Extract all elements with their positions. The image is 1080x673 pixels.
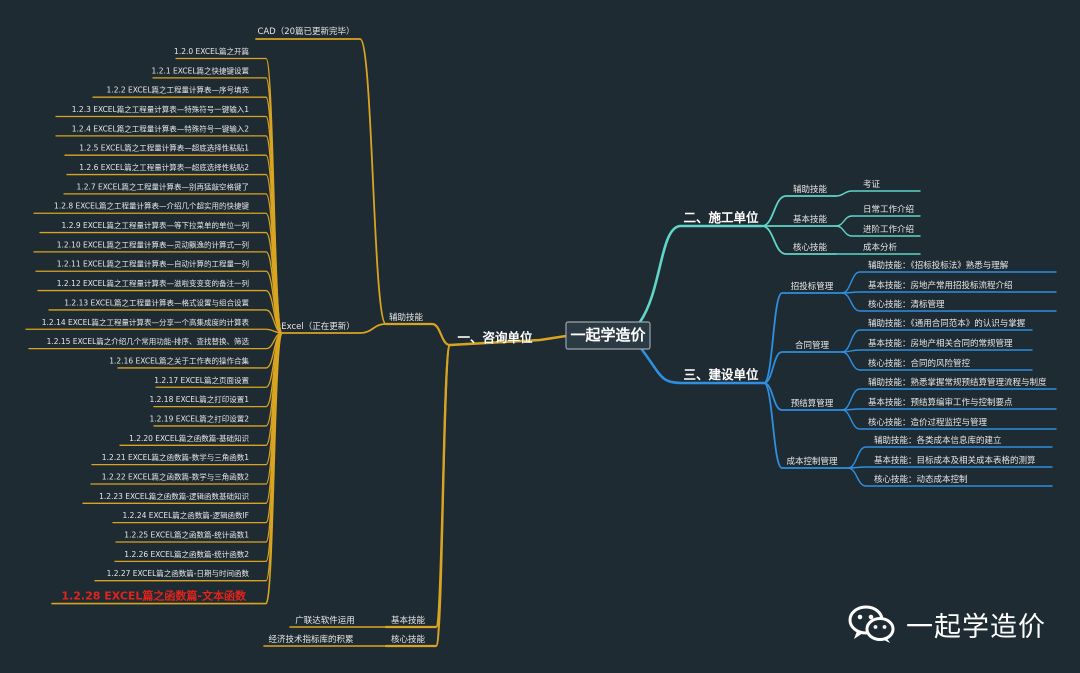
builder-item-link xyxy=(847,467,1053,487)
builder-group-link xyxy=(763,351,843,384)
consult-cad-label[interactable]: CAD（20篇已更新完毕） xyxy=(257,26,354,37)
builder-group-label[interactable]: 预结算管理 xyxy=(791,398,834,409)
builder-item-link xyxy=(841,388,1057,411)
construction-item[interactable]: 成本分析 xyxy=(863,242,898,253)
excel-article[interactable]: 1.2.9 EXCEL篇之工程量计算表—等下拉菜单的单位一列 xyxy=(62,220,249,230)
builder-item-link xyxy=(841,271,1057,294)
root-label: 一起学造价 xyxy=(570,326,646,344)
builder-item[interactable]: 辅助技能：《招标投标法》熟悉与理解 xyxy=(868,260,1009,271)
builder-label[interactable]: 三、建设单位 xyxy=(683,367,759,382)
builder-item[interactable]: 基本技能：目标成本及相关成本表格的测算 xyxy=(874,455,1036,466)
construction-group-label[interactable]: 辅助技能 xyxy=(793,184,828,195)
builder-trunk xyxy=(638,345,766,385)
builder-item[interactable]: 核心技能：动态成本控制 xyxy=(874,474,968,485)
excel-article[interactable]: 1.2.17 EXCEL篇之页面设置 xyxy=(154,375,249,385)
excel-article[interactable]: 1.2.21 EXCEL篇之函数篇-数学与三角函数1 xyxy=(102,452,249,462)
consult-excel-link xyxy=(281,323,387,334)
builder-item-link xyxy=(847,466,1053,469)
construction-group-label[interactable]: 基本技能 xyxy=(793,214,828,225)
excel-article[interactable]: 1.2.25 EXCEL篇之函数篇-统计函数1 xyxy=(124,530,249,540)
excel-article-link xyxy=(252,309,283,334)
construction-item-link xyxy=(835,190,921,197)
node-labels: 一、咨询单位 辅助技能 CAD（20篇已更新完毕） Excel（正在更新） 1.2.0 … xyxy=(42,26,1047,645)
consult-excel-label[interactable]: Excel（正在更新） xyxy=(281,321,355,332)
builder-group-link xyxy=(763,292,843,384)
excel-article-link xyxy=(252,332,283,605)
builder-item[interactable]: 基本技能：预结算编审工作与控制要点 xyxy=(868,397,1013,408)
watermark: 一起学造价 xyxy=(848,602,1046,646)
excel-article[interactable]: 1.2.3 EXCEL篇之工程量计算表—特殊符号一键输入1 xyxy=(72,104,249,114)
construction-item[interactable]: 日常工作介绍 xyxy=(863,204,914,215)
excel-article[interactable]: 1.2.14 EXCEL篇之工程量计算表—分享一个高集成度的计算表 xyxy=(42,317,250,327)
excel-article[interactable]: 1.2.20 EXCEL篇之函数篇-基础知识 xyxy=(129,433,249,443)
excel-article[interactable]: 1.2.23 EXCEL篇之函数篇-逻辑函数基础知识 xyxy=(99,491,249,501)
excel-article[interactable]: 1.2.22 EXCEL篇之函数篇-数学与三角函数2 xyxy=(102,471,249,481)
consult-basic-item[interactable]: 广联达软件运用 xyxy=(295,615,355,626)
excel-article[interactable]: 1.2.26 EXCEL篇之函数篇-统计函数2 xyxy=(124,549,249,559)
builder-group-label[interactable]: 成本控制管理 xyxy=(786,456,838,467)
builder-item-link xyxy=(841,351,1033,371)
builder-item-link xyxy=(841,408,1057,411)
consult-aux-link xyxy=(384,322,452,347)
construction-item[interactable]: 考证 xyxy=(863,180,881,190)
wechat-icon xyxy=(848,605,895,643)
builder-item[interactable]: 核心技能：清标管理 xyxy=(868,299,945,310)
builder-item[interactable]: 核心技能：造价过程监控与管理 xyxy=(868,417,988,428)
excel-article[interactable]: 1.2.24 EXCEL篇之函数篇-逻辑函数IF xyxy=(123,510,249,520)
excel-article-highlight[interactable]: 1.2.28 EXCEL篇之函数篇-文本函数 xyxy=(61,589,247,603)
builder-group-label[interactable]: 合同管理 xyxy=(795,340,830,351)
builder-group-link xyxy=(763,382,849,469)
consult-label[interactable]: 一、咨询单位 xyxy=(457,330,533,345)
excel-article[interactable]: 1.2.5 EXCEL篇之工程量计算表—超底选择性粘贴1 xyxy=(79,143,249,153)
excel-article[interactable]: 1.2.8 EXCEL篇之工程量计算表—介绍几个超实用的快捷键 xyxy=(54,201,249,211)
builder-item[interactable]: 辅助技能：各类成本信息库的建立 xyxy=(874,435,1002,446)
connector-lines xyxy=(25,38,1057,648)
construction-group-link xyxy=(761,225,837,255)
excel-article[interactable]: 1.2.15 EXCEL篇之介绍几个常用功能-排序、查找替换、筛选 xyxy=(47,336,250,346)
consult-cad-link xyxy=(255,38,387,325)
construction-item-link xyxy=(835,225,921,237)
excel-article[interactable]: 1.2.1 EXCEL篇之快捷键设置 xyxy=(152,65,250,75)
builder-item[interactable]: 基本技能：房地产相关合同的常规管理 xyxy=(868,338,1013,349)
consult-aux-label[interactable]: 辅助技能 xyxy=(389,312,424,323)
watermark-label: 一起学造价 xyxy=(906,611,1046,643)
root-node[interactable]: 一起学造价 xyxy=(565,321,651,350)
builder-item-link xyxy=(841,291,1057,294)
construction-group-link xyxy=(761,195,837,227)
builder-group-label[interactable]: 招投标管理 xyxy=(791,281,834,292)
construction-group-label[interactable]: 核心技能 xyxy=(793,242,828,253)
builder-item-link xyxy=(841,329,1033,353)
builder-item-link xyxy=(847,446,1053,469)
builder-item[interactable]: 基本技能：房地产常用招投标流程介绍 xyxy=(868,280,1013,291)
builder-item[interactable]: 辅助技能：熟悉掌握常规预结算管理流程与制度 xyxy=(868,377,1047,388)
consult-core-item[interactable]: 经济技术指标库的积累 xyxy=(268,634,353,645)
excel-article[interactable]: 1.2.6 EXCEL篇之工程量计算表—超底选择性粘贴2 xyxy=(79,162,249,172)
excel-article[interactable]: 1.2.18 EXCEL篇之打印设置1 xyxy=(150,394,250,404)
excel-article[interactable]: 1.2.10 EXCEL篇之工程量计算表—灵动飘逸的计算式一列 xyxy=(57,239,249,249)
consult-basic-label[interactable]: 基本技能 xyxy=(391,615,426,626)
consult-core-label[interactable]: 核心技能 xyxy=(391,634,426,645)
consult-trunk xyxy=(448,334,568,347)
excel-article[interactable]: 1.2.13 EXCEL篇之工程量计算表—格式设置与组合设置 xyxy=(64,297,249,307)
builder-item[interactable]: 辅助技能：《通用合同范本》的认识与掌握 xyxy=(868,318,1026,329)
excel-article[interactable]: 1.2.16 EXCEL篇之关于工作表的操作合集 xyxy=(109,355,249,365)
excel-article[interactable]: 1.2.4 EXCEL篇之工程量计算表—特殊符号一键输入2 xyxy=(72,123,249,133)
construction-label[interactable]: 二、施工单位 xyxy=(683,210,759,225)
excel-article[interactable]: 1.2.27 EXCEL篇之函数篇-日期与时间函数 xyxy=(107,568,250,578)
construction-item[interactable]: 进阶工作介绍 xyxy=(863,224,914,235)
excel-article[interactable]: 1.2.12 EXCEL篇之工程量计算表—滋啦变变变的备注一列 xyxy=(57,278,249,288)
construction-trunk xyxy=(638,224,764,324)
builder-item-link xyxy=(841,349,1033,353)
builder-item-link xyxy=(841,409,1057,430)
builder-item-link xyxy=(841,292,1057,312)
builder-item[interactable]: 核心技能：合同的风险管控 xyxy=(868,358,971,369)
consult-core-link xyxy=(384,343,452,648)
construction-item-link xyxy=(835,215,921,227)
excel-article[interactable]: 1.2.2 EXCEL篇之工程量计算表—序号填充 xyxy=(107,85,250,95)
excel-article[interactable]: 1.2.11 EXCEL篇之工程量计算表—自动计算的工程量一列 xyxy=(57,259,249,269)
excel-article[interactable]: 1.2.19 EXCEL篇之打印设置2 xyxy=(150,413,250,423)
excel-article[interactable]: 1.2.0 EXCEL篇之开篇 xyxy=(174,46,249,56)
excel-article[interactable]: 1.2.7 EXCEL篇之工程量计算表—别再猛敲空格键了 xyxy=(77,181,249,191)
